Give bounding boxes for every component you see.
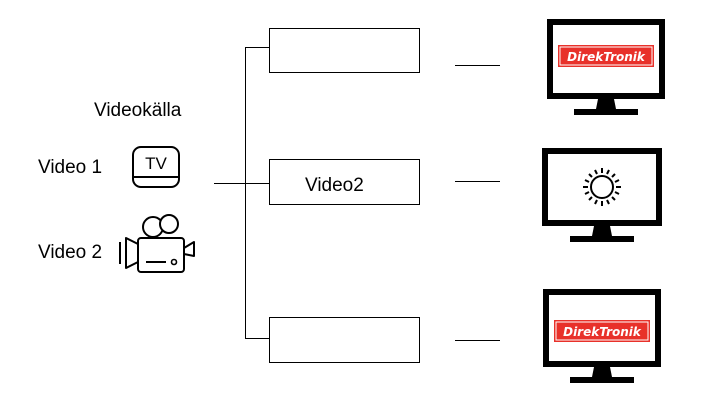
source-label-video-2: Video 2: [38, 242, 103, 263]
tv-box-text: TV: [145, 154, 167, 173]
bus-to-output-3-line: [245, 338, 270, 340]
output-3-to-monitor-line: [455, 340, 500, 342]
distribution-bus-line: [245, 47, 247, 338]
monitor-1: DirekTronik: [547, 19, 666, 120]
source-label-video-1: Video 1: [38, 157, 103, 178]
output-box-1: [269, 28, 420, 73]
direktronik-logo-text: DirekTronik: [563, 325, 642, 339]
tv-box-icon: TV: [130, 144, 182, 192]
output-box-2-label: Video2: [305, 175, 364, 196]
bus-to-output-2-line: [245, 183, 270, 185]
output-box-3: [269, 317, 420, 363]
direktronik-logo: DirekTronik: [554, 320, 650, 342]
bus-to-output-1-line: [245, 47, 270, 49]
output-1-to-monitor-line: [455, 65, 500, 67]
monitor-3: DirekTronik: [543, 289, 662, 386]
source-connector-line: [214, 183, 246, 185]
output-2-to-monitor-line: [455, 181, 500, 183]
direktronik-logo: DirekTronik: [558, 45, 654, 67]
output-box-2: Video2: [269, 159, 420, 205]
direktronik-logo-text: DirekTronik: [567, 50, 646, 64]
monitor-2: [542, 148, 662, 244]
sun-icon: [583, 168, 621, 206]
source-heading: Videokälla: [94, 100, 182, 121]
video-camera-icon: [114, 212, 198, 276]
